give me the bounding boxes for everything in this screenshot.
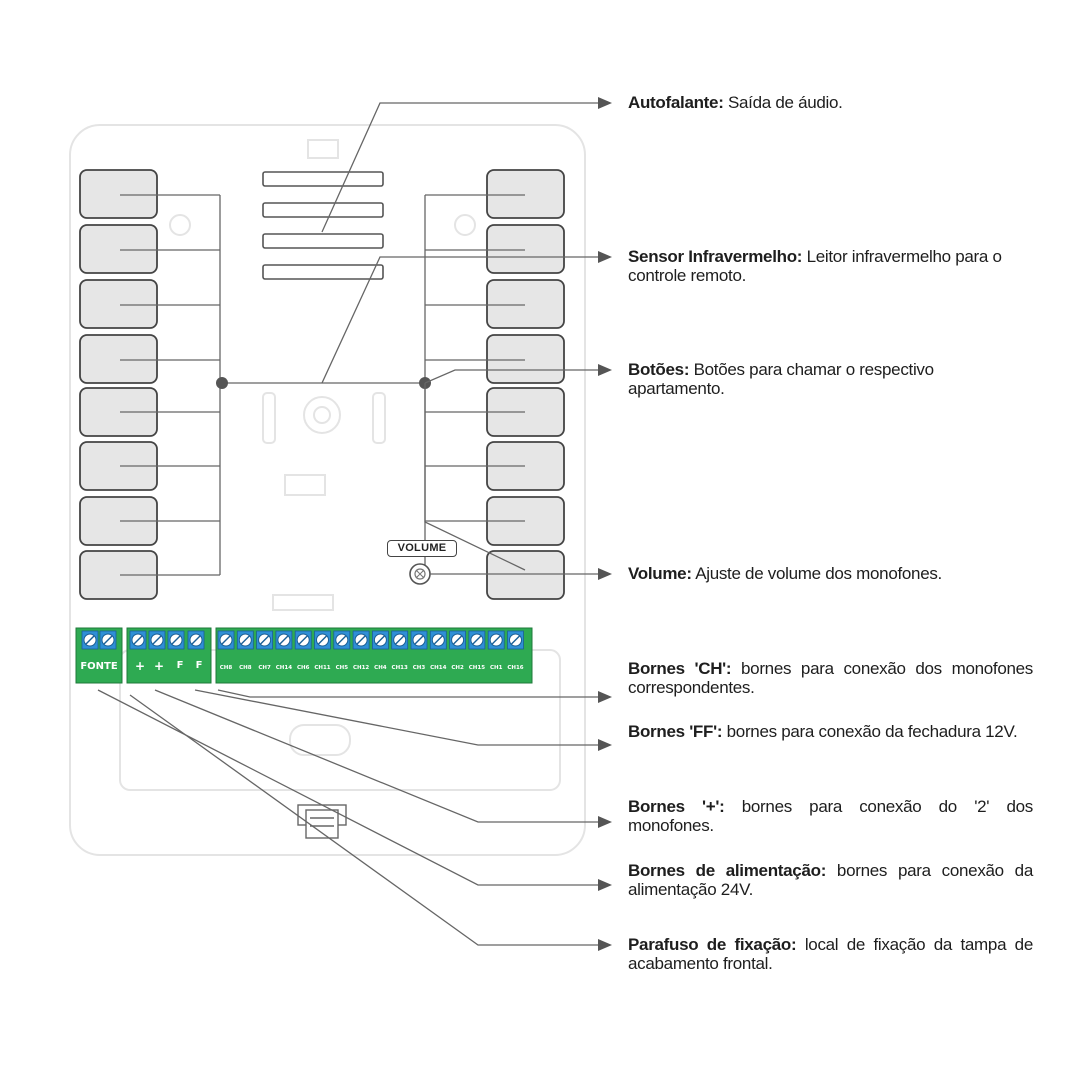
ch-terminal-label: CH12 <box>353 665 369 671</box>
ch-terminal-label: CH3 <box>413 665 426 671</box>
call-button-right-8 <box>486 550 565 600</box>
f-label-2: F <box>195 660 203 671</box>
callout-title: Parafuso de fixação: <box>628 935 797 954</box>
leader-arrows <box>598 97 612 951</box>
callout-text: Leitor infravermelho para o controle rem… <box>628 247 1002 285</box>
callout-title: Bornes 'FF': <box>628 722 723 741</box>
terminal-screw-1 <box>81 630 99 650</box>
terminal-screw-19 <box>449 630 467 650</box>
plus-label-2: + <box>153 659 165 673</box>
callout-text: local de fixação da tampa de acabamento … <box>628 935 1033 973</box>
terminal-screws <box>81 630 524 650</box>
ch-terminal-label: CH7 <box>258 665 271 671</box>
ch-terminal-labels: CH8 CH8 CH7 CH14 CH6 CH11 CH5 CH12 CH4 CH13 CH3 CH1… <box>220 665 524 671</box>
ch-terminal-label: CH8 <box>239 665 252 671</box>
terminal-screw-5 <box>167 630 185 650</box>
callout-bornes-plus: Bornes '+': bornes para conexão do '2' d… <box>628 797 1033 835</box>
call-button-left-3 <box>79 279 158 329</box>
call-buttons-right <box>486 169 565 600</box>
terminal-screw-14 <box>352 630 370 650</box>
callout-text: Saída de áudio. <box>723 93 843 112</box>
callout-autofalante: Autofalante: Saída de áudio. <box>628 93 1033 112</box>
ch-terminal-label: CH16 <box>507 665 523 671</box>
callout-botoes: Botões: Botões para chamar o respectivo … <box>628 360 1033 398</box>
call-button-right-2 <box>486 224 565 274</box>
terminal-screw-20 <box>468 630 486 650</box>
terminal-screw-21 <box>487 630 505 650</box>
callout-volume: Volume: Ajuste de volume dos monofones. <box>628 564 1033 583</box>
volume-label: VOLUME <box>387 540 457 557</box>
terminal-screw-17 <box>410 630 428 650</box>
callout-sensor: Sensor Infravermelho: Leitor infravermel… <box>628 247 1033 285</box>
terminal-screw-6 <box>187 630 205 650</box>
terminal-screw-22 <box>507 630 524 650</box>
terminal-screw-4 <box>148 630 166 650</box>
callout-title: Sensor Infravermelho: <box>628 247 803 266</box>
callout-title: Bornes '+': <box>628 797 725 816</box>
callout-title: Bornes de alimentação: <box>628 861 827 880</box>
callout-bornes-ff: Bornes 'FF': bornes para conexão da fech… <box>628 722 1033 741</box>
fixing-screw <box>297 804 347 839</box>
callout-text: bornes para conexão dos monofones corres… <box>628 659 1033 697</box>
callout-parafuso: Parafuso de fixação: local de fixação da… <box>628 935 1033 973</box>
callout-title: Botões: <box>628 360 690 379</box>
callout-text: bornes para conexão da alimentação 24V. <box>628 861 1033 899</box>
terminal-screw-16 <box>391 630 409 650</box>
terminal-screw-7 <box>217 630 235 650</box>
bracket-node-left <box>216 377 228 389</box>
ch-terminal-label: CH14 <box>430 665 446 671</box>
callout-title: Volume: <box>628 564 692 583</box>
terminal-screw-11 <box>294 630 312 650</box>
callout-bornes-ch: Bornes 'CH': bornes para conexão dos mon… <box>628 659 1033 697</box>
terminal-screw-18 <box>429 630 447 650</box>
call-button-right-4 <box>486 334 565 384</box>
callout-text: Ajuste de volume dos monofones. <box>691 564 942 583</box>
volume-knob <box>409 563 431 585</box>
ch-terminal-label: CH11 <box>314 665 330 671</box>
ch-terminal-label: CH1 <box>490 665 503 671</box>
callout-text: bornes para conexão da fechadura 12V. <box>722 722 1018 741</box>
call-buttons-left <box>79 169 158 600</box>
terminal-screw-12 <box>314 630 331 650</box>
button-bracket-lines <box>120 194 525 576</box>
ch-terminal-label: CH6 <box>297 665 310 671</box>
terminal-screw-10 <box>275 630 293 650</box>
callout-bornes-alimentacao: Bornes de alimentação: bornes para conex… <box>628 861 1033 899</box>
call-button-left-2 <box>79 224 158 274</box>
ch-terminal-label: CH5 <box>336 665 349 671</box>
ch-terminal-label: CH8 <box>220 665 233 671</box>
call-button-left-4 <box>79 334 158 384</box>
terminal-screw-9 <box>256 630 274 650</box>
ch-terminal-label: CH2 <box>451 665 464 671</box>
terminal-screw-2 <box>99 630 117 650</box>
fonte-label: FONTE <box>80 661 118 672</box>
terminal-screw-8 <box>236 630 254 650</box>
terminal-screw-15 <box>371 630 389 650</box>
ch-terminal-label: CH13 <box>392 665 408 671</box>
callout-title: Autofalante: <box>628 93 724 112</box>
terminal-screw-3 <box>129 630 147 650</box>
callout-text: bornes para conexão do '2' dos monofones… <box>628 797 1033 835</box>
call-button-left-1 <box>79 169 158 219</box>
ch-terminal-label: CH15 <box>469 665 485 671</box>
callout-title: Bornes 'CH': <box>628 659 732 678</box>
ch-terminal-label: CH14 <box>276 665 292 671</box>
callout-text: Botões para chamar o respectivo apartame… <box>628 360 934 398</box>
ch-terminal-label: CH4 <box>374 665 387 671</box>
terminal-screw-13 <box>333 630 351 650</box>
call-button-right-3 <box>486 279 565 329</box>
leader-lines <box>97 102 598 946</box>
call-button-right-1 <box>486 169 565 219</box>
speaker-grille <box>262 171 384 280</box>
plus-label-1: + <box>134 659 146 673</box>
f-label-1: F <box>176 660 184 671</box>
